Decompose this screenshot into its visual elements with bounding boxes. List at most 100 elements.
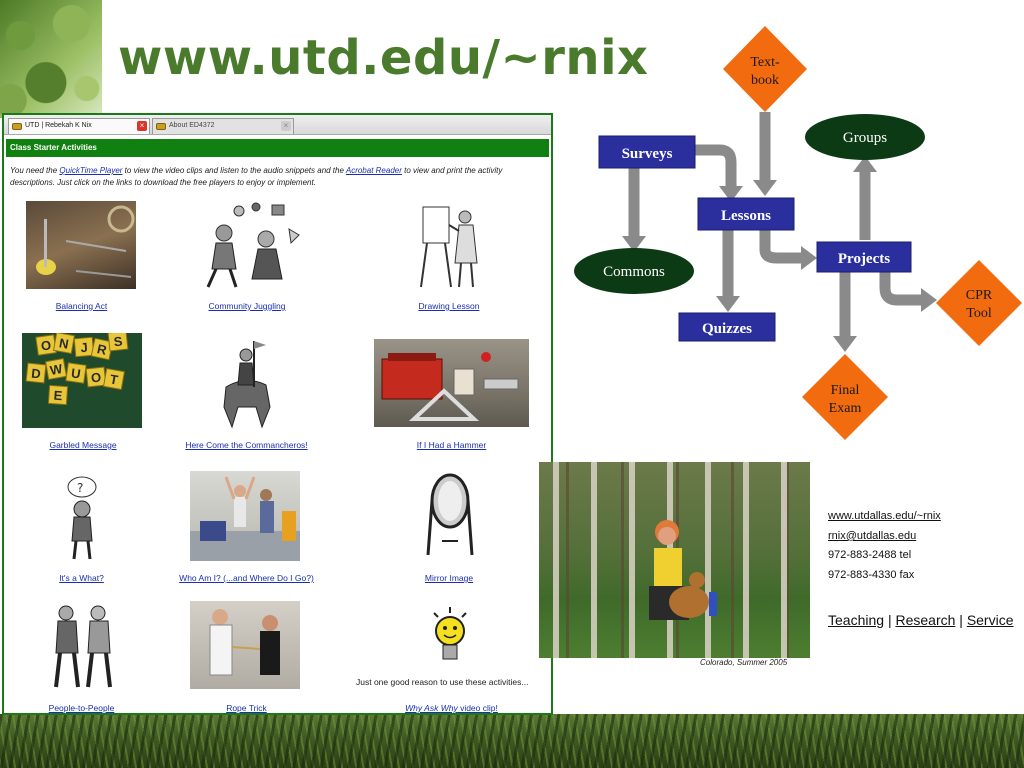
page-header: Class Starter Activities [6,139,549,157]
course-flow-diagram: Text- book Surveys Groups Lessons Common… [555,20,1024,450]
activity-commancheros[interactable]: Here Come the Commancheros! [185,440,308,450]
letter-tile: T [102,367,126,391]
drawing-lesson-thumbnail[interactable] [419,203,481,291]
question-figure-image: ? [67,476,97,560]
mirror-image-thumbnail[interactable] [422,471,478,559]
activity-community-juggling[interactable]: Community Juggling [208,301,286,311]
lightbulb-thumbnail[interactable] [428,607,472,665]
colorado-photo [539,462,810,658]
svg-text:U: U [70,365,81,381]
letter-tile: S [107,330,129,352]
quicktime-link[interactable]: QuickTime Player [59,166,123,175]
arrow-heads [622,156,937,352]
activity-drawing-lesson[interactable]: Drawing Lesson [418,301,480,311]
community-juggling-thumbnail[interactable] [194,199,304,291]
horse-rider-image [223,341,271,429]
activity-its-a-what[interactable]: It's a What? [59,573,104,583]
svg-text:Surveys: Surveys [622,146,673,162]
fax-number: 972-883-4330 fax [828,569,915,581]
favicon-icon [156,123,166,130]
why-ask-why-link[interactable]: Why Ask Why video clip! [405,703,498,713]
students-photo-image [190,476,300,561]
section-nav: Teaching | Research | Service [828,612,1014,628]
activity-people-to-people[interactable]: People-to-People [48,703,115,713]
easel-artist-image [420,206,478,288]
arrow-surveys-lessons [695,144,737,188]
node-lessons: Lessons [697,197,795,231]
svg-text:?: ? [77,481,83,495]
svg-text:book: book [751,73,779,88]
svg-text:E: E [53,388,63,404]
svg-text:Final: Final [831,383,860,398]
activity-balancing-act[interactable]: Balancing Act [55,301,108,311]
activity-if-i-had-a-hammer[interactable]: If I Had a Hammer [416,440,487,450]
letter-tile: O [85,366,107,388]
activity-garbled-message[interactable]: Garbled Message [49,440,117,450]
svg-text:N: N [58,335,70,351]
tab-about-ed4372[interactable]: About ED4372 × [152,118,294,134]
mirror-image [426,473,474,556]
activity-who-am-i[interactable]: Who Am I? (...and Where Do I Go?) [179,573,314,583]
its-a-what-thumbnail[interactable]: ? [64,475,100,561]
flow-arrows [628,112,923,338]
lightbulb-icon [433,607,467,660]
favicon-icon [12,123,22,130]
balancing-act-image [36,205,135,278]
svg-text:T: T [109,371,119,387]
letter-tile: W [44,357,68,381]
acrobat-link[interactable]: Acrobat Reader [345,166,402,175]
letter-tile: N [52,331,76,355]
reason-text: Just one good reason to use these activi… [356,677,529,687]
tab-utd-rebekah[interactable]: UTD | Rebekah K Nix × [8,118,150,134]
svg-text:Exam: Exam [829,401,862,416]
photo-caption: Colorado, Summer 2005 [700,658,788,667]
letter-tile: R [90,337,114,361]
nav-separator: | [959,612,963,628]
letter-tile: D [25,362,47,384]
svg-text:Groups: Groups [843,130,887,146]
svg-text:D: D [30,366,41,382]
svg-text:Lessons: Lessons [721,208,771,224]
juggling-figures-image [206,202,300,288]
close-icon[interactable]: × [137,121,147,131]
people-to-people-thumbnail[interactable] [48,599,116,691]
tab-bar: UTD | Rebekah K Nix × About ED4372 × [4,115,551,135]
activity-mirror-image[interactable]: Mirror Image [424,573,474,583]
svg-text:S: S [113,334,124,350]
arrow-lessons-projects [759,230,803,264]
research-link[interactable]: Research [895,612,956,628]
svg-text:Tool: Tool [966,306,992,321]
svg-text:O: O [90,370,102,386]
letter-tile: E [47,384,69,406]
node-quizzes: Quizzes [678,312,776,342]
browser-screenshot: UTD | Rebekah K Nix × About ED4372 × Cla… [2,113,553,715]
service-link[interactable]: Service [966,612,1014,628]
svg-text:O: O [40,337,52,353]
svg-text:Commons: Commons [603,264,665,280]
node-surveys: Surveys [598,135,696,169]
node-commons: Commons [574,248,694,294]
flow-diagram-svg: Text- book Surveys Groups Lessons Common… [574,26,1022,440]
svg-text:Text-: Text- [750,55,780,70]
hammer-thumbnail[interactable] [374,339,529,427]
phone-number: 972-883-2488 tel [828,549,912,561]
node-projects: Projects [816,241,912,273]
close-icon[interactable]: × [281,121,291,131]
letter-tile: O [35,334,57,356]
commancheros-thumbnail[interactable] [216,337,276,429]
arrow-projects-cpr [879,272,923,306]
who-am-i-thumbnail[interactable] [190,471,300,561]
node-groups: Groups [805,114,925,160]
tab-label: UTD | Rebekah K Nix [25,122,92,129]
woman-with-dog-image [649,520,717,620]
email-link[interactable]: rnix@utdallas.edu [828,530,917,542]
tree-foliage-image [0,0,102,118]
activity-rope-trick[interactable]: Rope Trick [226,703,267,713]
website-link[interactable]: www.utdallas.edu/~rnix [828,510,941,522]
balancing-act-thumbnail[interactable] [26,201,136,289]
teaching-link[interactable]: Teaching [828,612,885,628]
rope-trick-thumbnail[interactable] [190,601,300,689]
slide-title: www.utd.edu/~rnix [118,30,649,86]
